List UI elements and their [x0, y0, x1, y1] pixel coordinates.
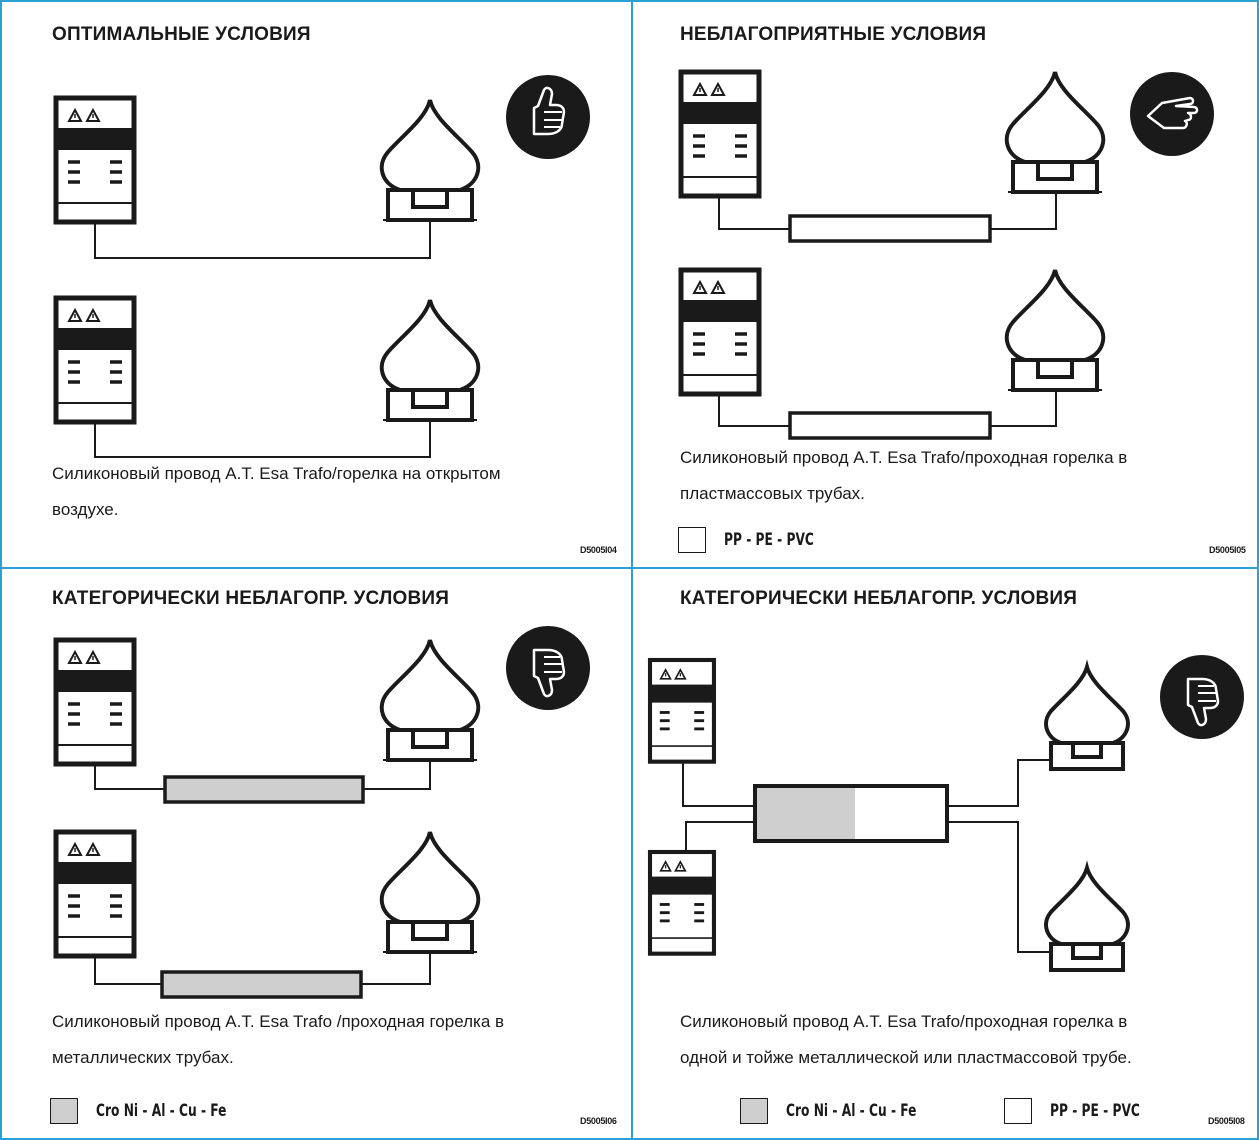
panel-optimal: ОПТИМАЛЬНЫЕ УСЛОВИЯ Силиконовый провод A…: [0, 0, 632, 568]
panel-description-line2: воздухе.: [52, 500, 119, 519]
plastic-tube: [788, 411, 992, 440]
panel-unfavorable: НЕБЛАГОПРИЯТНЫЕ УСЛОВИЯ Силиконовый пров…: [632, 0, 1259, 568]
panel-title: ОПТИМАЛЬНЫЕ УСЛОВИЯ: [52, 24, 311, 45]
panel-description-line2: металлических трубах.: [52, 1048, 234, 1067]
panel-2-diagram-bottom: [681, 270, 1106, 440]
metal-tube: [160, 970, 363, 999]
panel-1-diagram-bottom: [56, 298, 481, 458]
figure-code: D5005I06: [580, 1116, 617, 1126]
panel-3-diagram-top: [56, 640, 481, 804]
panel-title: НЕБЛАГОПРИЯТНЫЕ УСЛОВИЯ: [680, 24, 987, 45]
figure-code: D5005I08: [1208, 1116, 1245, 1126]
panel-description-line2: пластмассовых трубах.: [680, 484, 865, 503]
panel-strongly-unfavorable-metal: КАТЕГОРИЧЕСКИ НЕБЛАГОПР. УСЛОВИЯ Силикон…: [0, 568, 632, 1140]
legend-swatch-plastic: [1004, 1098, 1032, 1124]
panel-2-diagram-top: [681, 72, 1106, 243]
vertical-divider: [631, 0, 633, 1140]
legend-label: Cro Ni - Al - Cu - Fe: [96, 1101, 227, 1121]
panel-strongly-unfavorable-shared: КАТЕГОРИЧЕСКИ НЕБЛАГОПР. УСЛОВИЯ Силикон…: [632, 568, 1259, 1140]
figure-code: D5005I04: [580, 545, 617, 555]
legend-swatch-plastic: [678, 527, 706, 553]
legend-swatch-metal: [740, 1098, 768, 1124]
panel-description-line1: Силиконовый провод A.T. Esa Trafo/горелк…: [52, 464, 501, 483]
panel-description-line1: Силиконовый провод A.T. Esa Trafo/проход…: [680, 448, 1128, 467]
legend-item-metal: Cro Ni - Al - Cu - Fe: [740, 1098, 967, 1124]
panel-description-line1: Силиконовый провод A.T. Esa Trafo/проход…: [680, 1012, 1128, 1031]
thumbs-up-icon: [506, 75, 590, 159]
panel-description-line2: одной и тойже металлической или пластмас…: [680, 1048, 1132, 1067]
thumbs-down-icon: [1160, 655, 1244, 739]
panel-description-line1: Силиконовый провод A.T. Esa Trafo /прохо…: [52, 1012, 505, 1031]
pointing-hand-icon: [1130, 72, 1214, 156]
metal-tube: [163, 775, 365, 804]
plastic-tube-section: [855, 786, 947, 841]
legend-item-plastic: PP - PE - PVC: [1004, 1098, 1175, 1124]
panel-4-diagram: [650, 660, 1130, 972]
figure-code: D5005I05: [1209, 545, 1246, 555]
panel-1-diagram-top: [56, 98, 481, 259]
thumbs-down-icon: [506, 626, 590, 710]
legend-item-metal: Cro Ni - Al - Cu - Fe: [50, 1098, 277, 1124]
legend-swatch-metal: [50, 1098, 78, 1124]
legend-label: Cro Ni - Al - Cu - Fe: [786, 1101, 917, 1121]
panel-title: КАТЕГОРИЧЕСКИ НЕБЛАГОПР. УСЛОВИЯ: [52, 588, 450, 609]
legend-item-plastic: PP - PE - PVC: [678, 527, 849, 553]
metal-tube-section: [755, 786, 855, 841]
legend-label: PP - PE - PVC: [1050, 1101, 1140, 1121]
panel-3-diagram-bottom: [56, 832, 481, 999]
panel-title: КАТЕГОРИЧЕСКИ НЕБЛАГОПР. УСЛОВИЯ: [680, 588, 1078, 609]
legend-label: PP - PE - PVC: [724, 530, 814, 550]
plastic-tube: [788, 214, 992, 243]
horizontal-divider: [0, 567, 1259, 569]
